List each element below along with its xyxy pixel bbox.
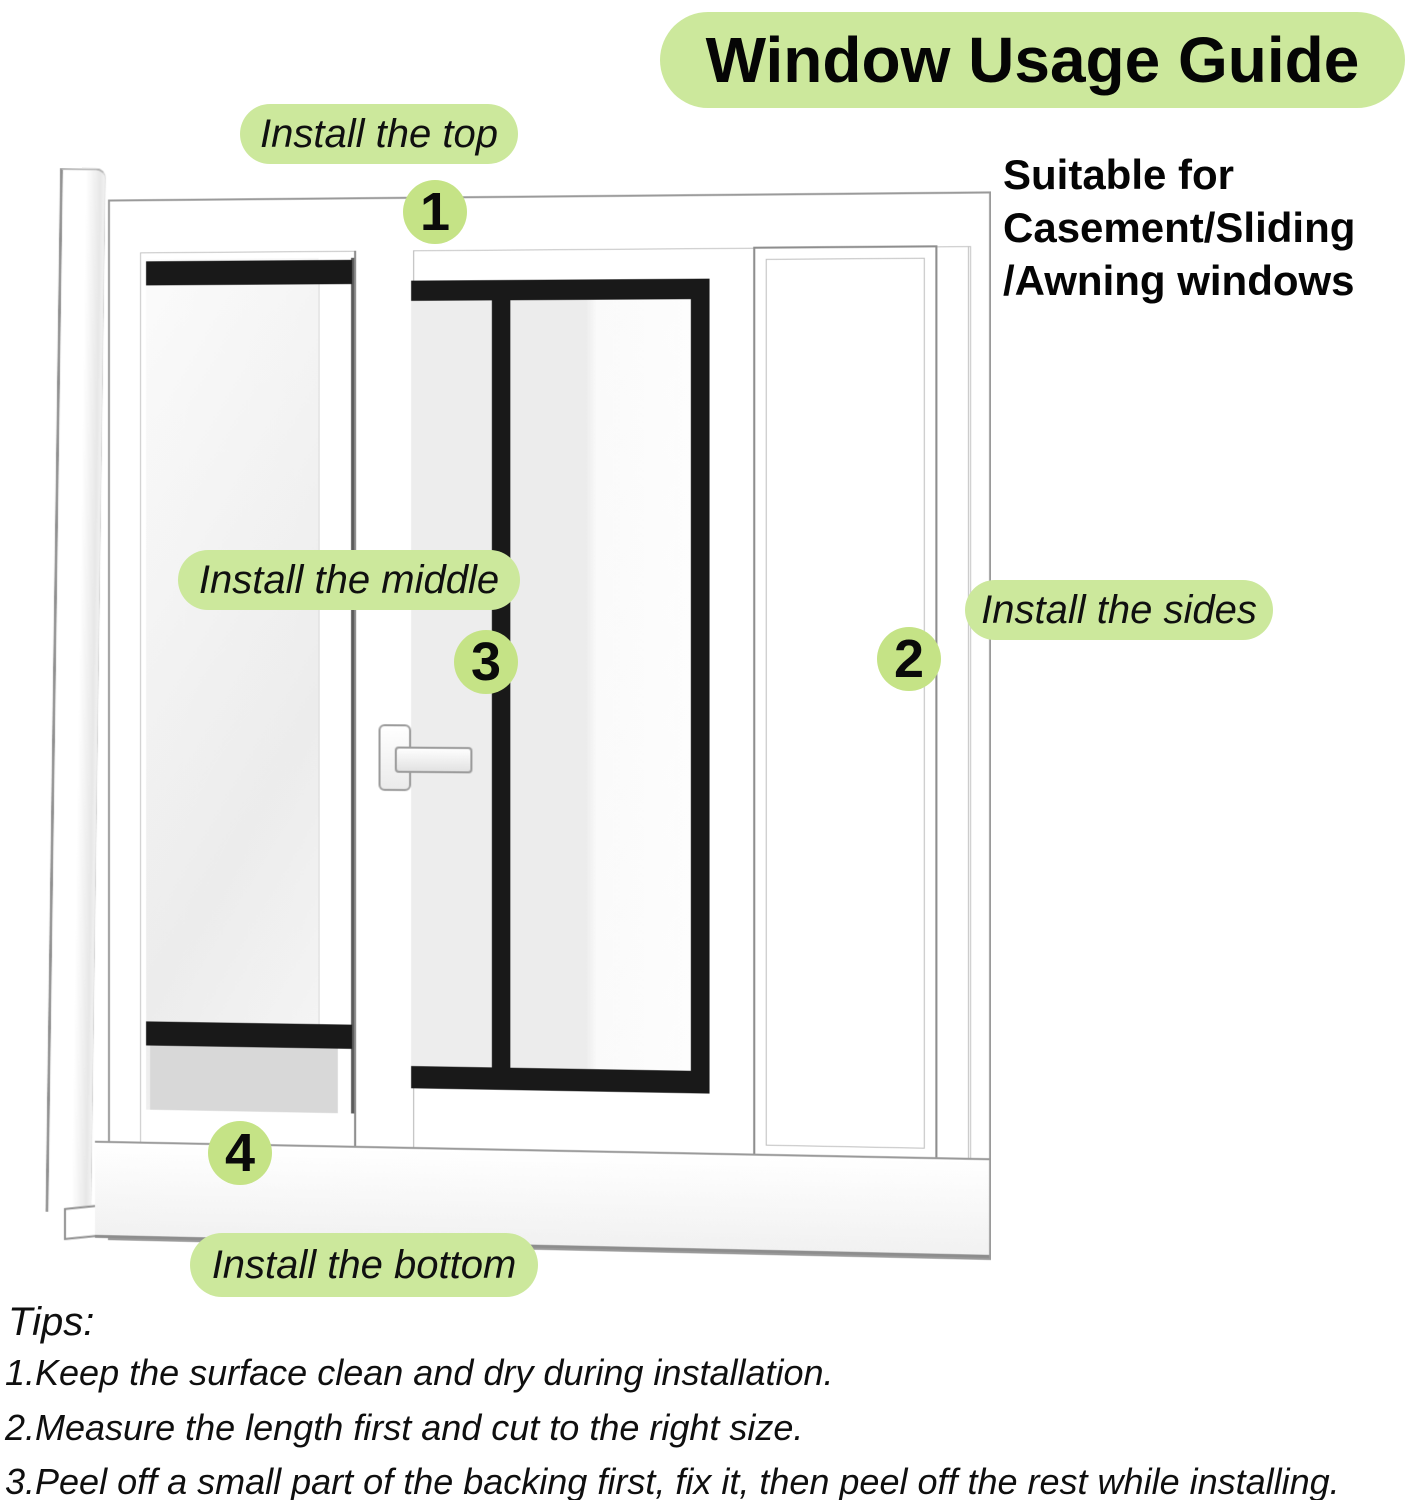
tips-heading: Tips: xyxy=(8,1300,95,1344)
suitability-note: Suitable for Casement/Sliding /Awning wi… xyxy=(1003,151,1356,304)
install-bottom-label: Install the bottom xyxy=(190,1233,538,1297)
left-pane-glass xyxy=(146,258,319,1113)
left-pane-top-seal xyxy=(146,259,353,286)
left-pane-lower-glass xyxy=(150,1045,338,1114)
tip-line-1: 1.Keep the surface clean and dry during … xyxy=(5,1352,834,1393)
install-sides-label: Install the sides xyxy=(965,580,1273,640)
left-pane-bottom-seal xyxy=(146,1021,353,1049)
window-handle-lever xyxy=(394,746,473,774)
step-3-badge: 3 xyxy=(454,630,518,694)
step-1-badge: 1 xyxy=(403,180,467,244)
middle-sash-top-seal xyxy=(411,278,710,301)
page-title: Window Usage Guide xyxy=(660,12,1405,108)
right-sliding-panel xyxy=(753,245,938,1162)
window-illustration xyxy=(45,159,992,1301)
middle-sash-right-seal xyxy=(690,278,710,1094)
step-2-badge: 2 xyxy=(877,627,941,691)
step-4-badge: 4 xyxy=(208,1121,272,1185)
tip-line-3: 3.Peel off a small part of the backing f… xyxy=(5,1461,1340,1500)
install-middle-label: Install the middle xyxy=(178,550,520,610)
middle-sash-glass xyxy=(510,299,691,1071)
side-jamb-strip xyxy=(45,167,106,1214)
frame-right-jamb-line xyxy=(967,246,970,1159)
center-mullion xyxy=(354,250,415,1150)
left-pane-stile xyxy=(318,284,353,1025)
install-top-label: Install the top xyxy=(240,104,518,164)
tip-line-2: 2.Measure the length first and cut to th… xyxy=(5,1407,804,1448)
